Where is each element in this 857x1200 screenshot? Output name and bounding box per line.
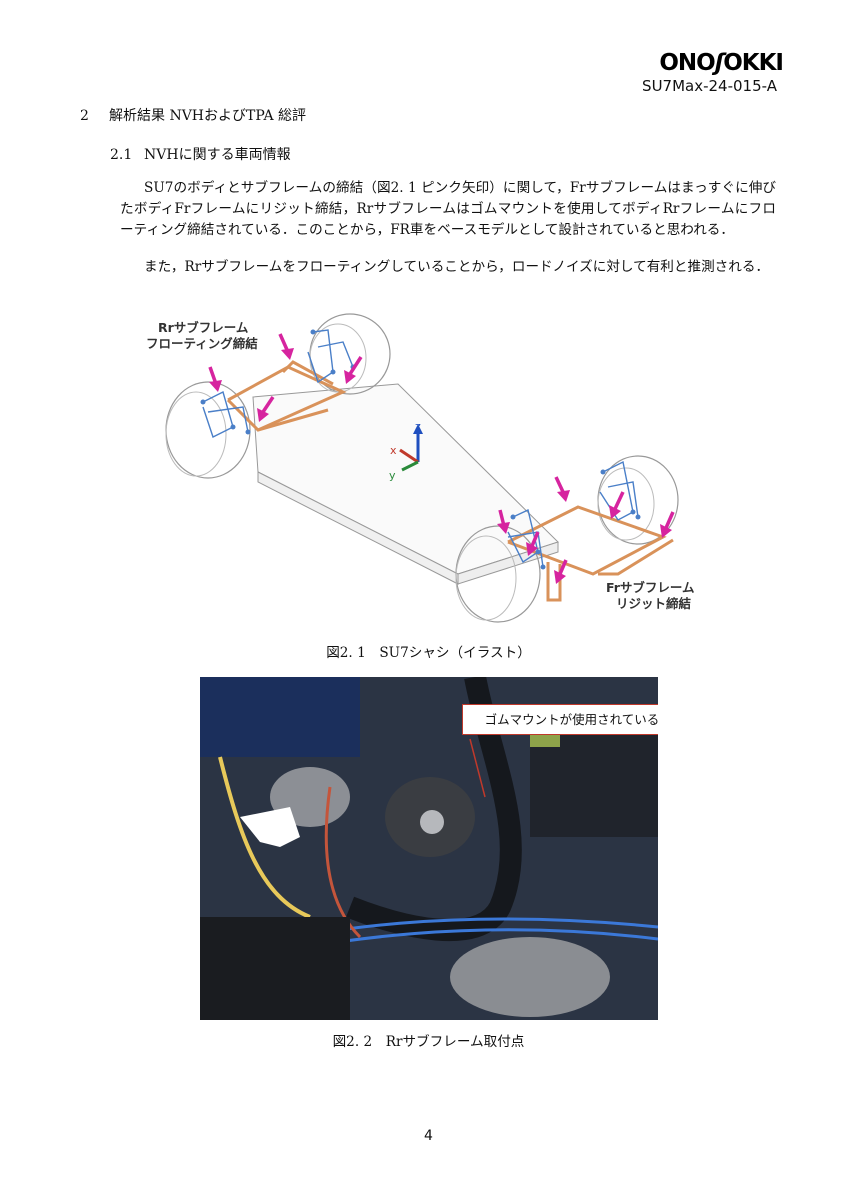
figure1-caption: 図2. 1 SU7シャシ（イラスト） (326, 645, 531, 661)
rear-subframe-photo: ゴムマウントが使用されている (200, 677, 658, 1020)
page-number: 4 (424, 1128, 433, 1144)
axis-z-label: z (415, 420, 421, 433)
section-number: 2 (80, 108, 89, 124)
subsection-heading: 2.1 NVHに関する車両情報 (110, 144, 291, 164)
paragraph-road-noise: また，Rrサブフレームをフローティングしていることから，ロードノイズに対して有利… (144, 259, 770, 275)
coordinate-axes: z x y (389, 420, 423, 482)
section-title: 解析結果 NVHおよびTPA 総評 (109, 108, 307, 124)
rubber-mount-callout: ゴムマウントが使用されている (462, 704, 658, 735)
rear-subframe (226, 360, 347, 432)
axis-y-label: y (389, 469, 396, 482)
mount-point-arrows (208, 333, 675, 584)
chassis-illustration: z x y Rrサブフレーム フローティング締結 Frサブフレーム リジット締結 (146, 313, 695, 623)
figure2-caption: 図2. 2 Rrサブフレーム取付点 (332, 1034, 525, 1050)
rear-subframe-label-line1: Rrサブフレーム (158, 320, 249, 335)
axis-x-label: x (390, 444, 397, 457)
rear-subframe-label-line2: フローティング締結 (146, 336, 258, 351)
company-logo: ONOʃOKKI (659, 50, 784, 76)
section-heading: 2 解析結果 NVHおよびTPA 総評 (80, 105, 306, 125)
paragraph-subframe-mounting: SU7のボディとサブフレームの締結（図2. 1 ピンク矢印）に関して，Frサブフ… (120, 180, 776, 238)
subsection-title: NVHに関する車両情報 (144, 147, 291, 163)
front-subframe-label-line1: Frサブフレーム (606, 580, 695, 595)
subsection-number: 2.1 (110, 147, 133, 163)
front-subframe-label-line2: リジット締結 (616, 596, 692, 611)
document-code: SU7Max-24-015-A (642, 77, 777, 95)
